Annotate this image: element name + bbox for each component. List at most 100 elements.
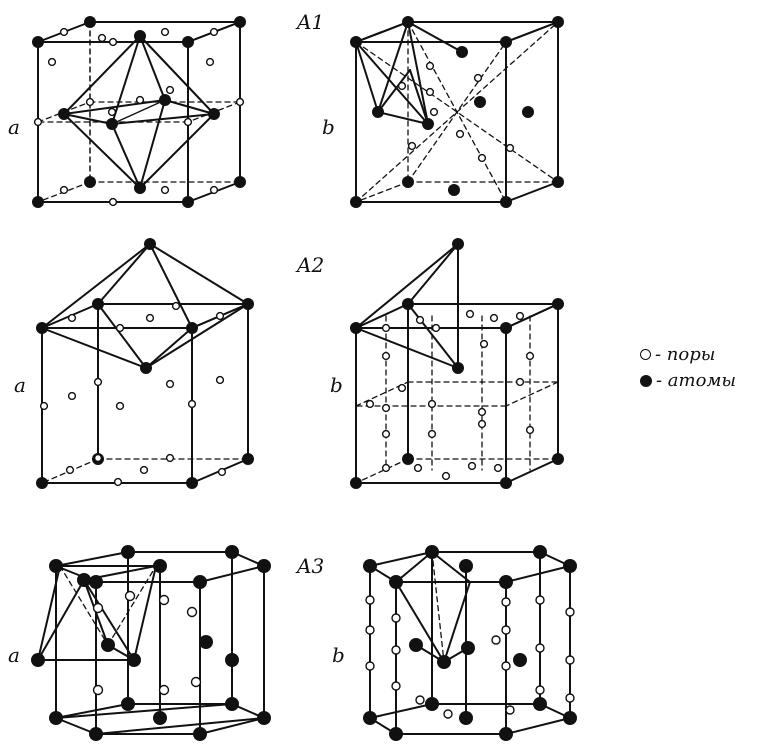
pore [67,313,77,323]
pore [92,602,104,614]
atom [153,711,167,725]
pore [158,594,170,606]
edge [111,99,166,125]
pore [165,85,175,95]
atom [121,545,135,559]
edge [37,579,85,661]
pore [59,27,69,37]
atom [92,298,104,310]
edge [431,551,471,583]
edge [37,565,61,661]
edge [409,69,429,125]
pore [535,643,545,653]
pore [215,375,225,385]
pore [145,313,155,323]
atom [127,653,141,667]
pore [115,323,125,333]
variant-label-a-mid: a [14,373,26,397]
section-label-a1: A1 [297,10,325,34]
pore [190,676,202,688]
atom [459,711,473,725]
atom [513,653,527,667]
pore [501,597,511,607]
pore [209,27,219,37]
pore [391,681,401,691]
legend-atoms: - атомы [640,370,736,391]
atom [182,36,194,48]
a1-tetrahedral-pores-cell [350,16,564,208]
atom [350,477,362,489]
edge [111,123,141,189]
edge [97,243,151,305]
pore [565,655,575,665]
atom [500,477,512,489]
pore [160,185,170,195]
atom [84,16,96,28]
pore [465,309,475,319]
atom [193,727,207,741]
pore [113,477,123,487]
pore [160,27,170,37]
atom [225,653,239,667]
a3-octahedral-pores-cell [31,545,271,741]
pore [97,33,107,43]
pore [425,87,435,97]
atom [552,298,564,310]
atom [363,559,377,573]
edge [377,69,411,113]
atom [522,106,534,118]
atom [500,36,512,48]
legend-pores-label: - поры [655,344,716,365]
atom [499,727,513,741]
variant-label-a-bot: a [8,643,20,667]
atom [452,238,464,250]
edge [55,551,129,567]
pore [365,595,375,605]
atom [474,96,486,108]
edge [145,303,249,369]
atom [36,477,48,489]
pore [431,323,441,333]
atom [499,575,513,589]
legend-pores: - поры [640,344,715,365]
pore [381,323,391,333]
atom [58,108,70,120]
atom [389,727,403,741]
atom [121,697,135,711]
atom [456,46,468,58]
atom [89,575,103,589]
pore [381,429,391,439]
atom [159,94,171,106]
atom [225,545,239,559]
pore [477,153,487,163]
hidden-edge [407,41,507,183]
pore [365,625,375,635]
pore [235,97,245,107]
atom [186,477,198,489]
pore [397,81,407,91]
atom [134,30,146,42]
pore [171,301,181,311]
pore [209,185,219,195]
atom [89,727,103,741]
pore [525,425,535,435]
a3-tetrahedral-pores-cell [363,545,577,741]
atom [84,176,96,188]
pore [107,107,117,117]
pore [108,37,118,47]
edge [55,703,233,719]
pore [491,635,501,645]
atom [106,118,118,130]
edge [355,243,459,329]
pore [59,185,69,195]
edge [505,458,559,484]
pore [427,399,437,409]
pore [479,339,489,349]
atom [199,635,213,649]
pore [467,461,477,471]
edge [149,243,249,305]
section-label-a2: A2 [297,253,325,277]
hidden-edge [355,41,559,183]
edge [377,111,429,125]
pore [493,463,503,473]
